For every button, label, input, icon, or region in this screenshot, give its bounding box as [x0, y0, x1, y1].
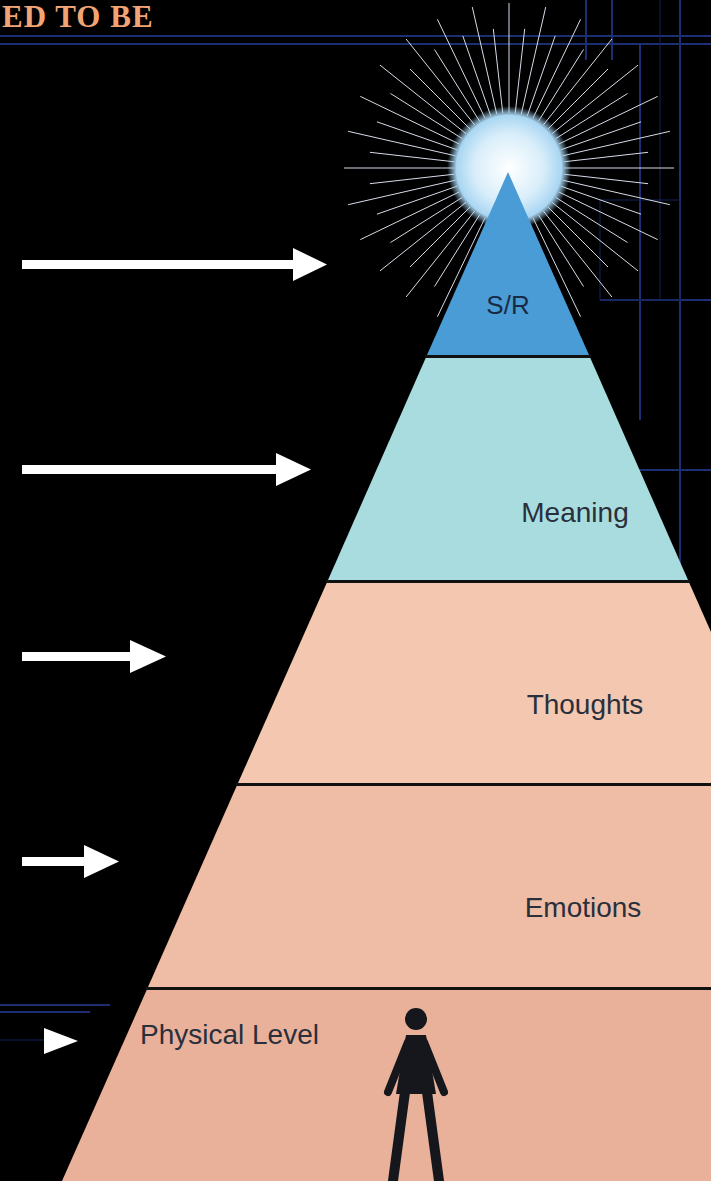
page-heading: ED TO BE	[2, 0, 154, 34]
sun-ray	[463, 36, 491, 116]
sun-ray	[538, 50, 583, 122]
sun-ray	[527, 36, 555, 116]
sun-ray	[552, 65, 638, 134]
band-label: Physical Level	[140, 1020, 319, 1051]
sun-ray	[348, 180, 455, 205]
pyramid-band: Physical Level	[62, 987, 711, 1181]
sun-ray	[410, 69, 470, 129]
sun-ray	[559, 96, 658, 144]
sun-ray	[509, 3, 510, 113]
band-label: Thoughts	[527, 690, 644, 721]
sun-ray	[370, 174, 454, 184]
band-label: Meaning	[521, 498, 628, 529]
sun-ray	[360, 192, 459, 240]
band-shape	[238, 580, 711, 783]
band-shape	[427, 172, 589, 355]
sun-ray	[561, 122, 641, 150]
pyramid-band: S/R	[427, 172, 589, 355]
sun-ray	[548, 207, 608, 267]
sun-ray	[380, 202, 466, 271]
sun-ray	[548, 69, 608, 129]
sun-ray	[377, 186, 457, 214]
sun-ray	[564, 174, 648, 184]
sun-ray	[564, 152, 648, 162]
pyramid-band: Thoughts	[238, 580, 711, 783]
sun-ray	[515, 29, 525, 113]
sun-ray	[370, 152, 454, 162]
sun-ray	[563, 131, 670, 156]
sun-ray	[561, 186, 641, 214]
sun-ray	[543, 39, 612, 125]
sun-ray	[564, 168, 674, 169]
sun-ray	[377, 122, 457, 150]
sun-ray	[380, 65, 466, 134]
sun-ray	[410, 207, 470, 267]
sun-ray	[493, 29, 503, 113]
band-label: S/R	[486, 291, 529, 320]
pyramid-band: Meaning	[328, 355, 688, 580]
sun-ray	[344, 168, 454, 169]
band-shape	[62, 987, 711, 1181]
sun-ray	[391, 94, 463, 139]
pyramid-band: Emotions	[148, 783, 711, 987]
sun-ray	[552, 202, 638, 271]
band-label: Emotions	[525, 893, 642, 924]
sun-ray	[556, 197, 628, 242]
band-shape	[148, 783, 711, 987]
band-shape	[328, 355, 688, 580]
sun-ray	[406, 39, 475, 125]
sun-ray	[437, 19, 485, 118]
sun-ray	[472, 7, 497, 114]
